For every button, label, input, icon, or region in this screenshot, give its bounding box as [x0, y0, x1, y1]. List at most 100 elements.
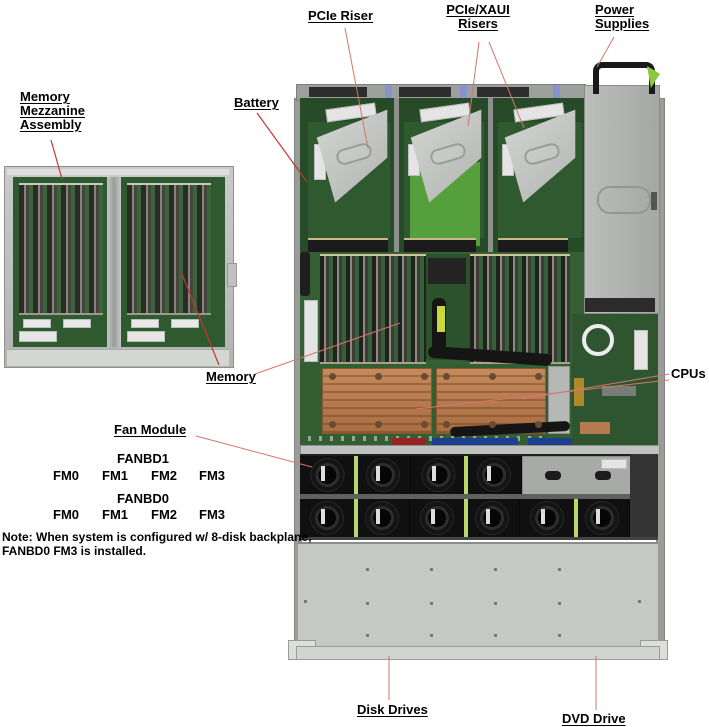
disk-drives-text: Disk Drives [357, 702, 428, 717]
dvd-drive-text: DVD Drive [562, 711, 626, 726]
mezz-line1: Memory [20, 89, 70, 104]
riser-connector [404, 238, 476, 253]
power-connector-block [428, 258, 466, 284]
yellow-connector [437, 306, 445, 332]
heatsink-screws [443, 373, 450, 380]
mezzanine-sticker [127, 331, 165, 342]
fan-region-lip [300, 537, 658, 540]
mezzanine-bottom-lip [7, 349, 229, 366]
copper-component [580, 422, 610, 434]
power-distribution-board [572, 314, 658, 448]
label-pcie-riser: PCIe Riser [308, 9, 373, 23]
fan-blank-plate [522, 456, 632, 496]
fan-module [355, 499, 410, 537]
label-memory-mezzanine-assembly: Memory Mezzanine Assembly [20, 90, 85, 132]
riser-bay-divider [488, 98, 493, 252]
psu-handle-recess [597, 186, 651, 214]
fan-mid-rail [300, 494, 630, 499]
fan-module [411, 456, 467, 494]
blue-connector-strip [528, 438, 582, 446]
fanbd0-row [300, 499, 630, 537]
fanbd1-fm3: FM3 [199, 468, 225, 483]
mezzanine-latch [131, 319, 159, 328]
label-pcie-xaui-risers: PCIe/XAUI Risers [437, 3, 519, 31]
mezzanine-dimm-bank-right [127, 183, 211, 315]
disk-bay-cover [298, 542, 658, 648]
label-cpus: CPUs [671, 367, 706, 381]
label-disk-drives: Disk Drives [357, 703, 428, 717]
backplane-note: Note: When system is configured w/ 8-dis… [2, 530, 311, 558]
board-sticker [634, 330, 648, 370]
power-line2: Supplies [595, 16, 650, 31]
label-battery: Battery [234, 96, 279, 110]
cpus-text: CPUs [671, 366, 706, 381]
board-sticker [304, 300, 318, 362]
capacitor-row [308, 436, 548, 441]
fan-module [465, 499, 520, 537]
note-line2: FANBD0 FM3 is installed. [2, 544, 147, 558]
riser-clip [385, 85, 392, 99]
mezz-line3: Assembly [20, 117, 82, 132]
server-chassis-photo [288, 62, 668, 662]
pcie-xaui-line2: Risers [458, 16, 498, 31]
fan-green-strip [464, 456, 468, 494]
label-memory: Memory [206, 370, 256, 384]
fan-module-text: Fan Module [114, 422, 187, 437]
riser-region [300, 98, 584, 253]
memory-mezzanine-photo [4, 166, 237, 368]
battery-component [300, 252, 310, 296]
fanbd0-title: FANBD0 [117, 491, 170, 506]
psu-connector [585, 298, 655, 312]
mezzanine-latch [23, 319, 51, 328]
fanbd1-fm0: FM0 [53, 468, 79, 483]
fan-module [355, 456, 411, 494]
psu-latch [651, 192, 657, 210]
white-cable-loop [582, 324, 614, 356]
fan-green-strip [574, 499, 578, 537]
cpu-section [300, 345, 584, 448]
red-connector-strip [392, 438, 426, 446]
riser-connector [308, 238, 388, 253]
heatsink-screws [329, 373, 336, 380]
label-dvd-drive: DVD Drive [562, 712, 626, 726]
fan-module [466, 456, 522, 494]
dimm-bank-left [320, 254, 426, 364]
fan-green-strip [354, 456, 358, 494]
mezzanine-dimm-bank-left [19, 183, 103, 315]
dimm-bank-right [470, 254, 570, 364]
mezzanine-latch [171, 319, 199, 328]
fan-module [300, 499, 355, 537]
riser-clip [460, 85, 467, 99]
pcie-xaui-line1: PCIe/XAUI [446, 2, 510, 17]
plate-sticker [601, 459, 627, 469]
plate-slot [545, 471, 561, 480]
mezzanine-top-lip [7, 169, 229, 175]
riser-clip [553, 85, 560, 99]
fanbd1-fm1: FM1 [102, 468, 128, 483]
fan-green-strip [354, 499, 358, 537]
fan-region-right-column [630, 454, 658, 540]
fan-module [410, 499, 465, 537]
fan-module [300, 456, 356, 494]
mezzanine-side-tab [227, 263, 237, 287]
blue-connector-strip [432, 438, 518, 446]
fanbd1-title: FANBD1 [117, 451, 170, 466]
fanbd0-fm0: FM0 [53, 507, 79, 522]
gold-connector [574, 378, 584, 406]
battery-text: Battery [234, 95, 279, 110]
fan-module [520, 499, 575, 537]
mezzanine-latch [63, 319, 91, 328]
fan-region [300, 454, 658, 540]
motherboard-memory-section [300, 252, 584, 364]
pcie-riser-text: PCIe Riser [308, 8, 374, 23]
fan-module [575, 499, 630, 537]
riser-bay-divider [394, 98, 399, 252]
label-fan-module: Fan Module [114, 423, 186, 437]
fanbd1-fm2: FM2 [151, 468, 177, 483]
cpu-heatsink-left [322, 368, 432, 434]
fanbd0-fm2: FM2 [151, 507, 177, 522]
mezzanine-center-rail [107, 177, 121, 347]
power-supply [584, 62, 660, 314]
chassis-front-bezel [296, 646, 660, 660]
